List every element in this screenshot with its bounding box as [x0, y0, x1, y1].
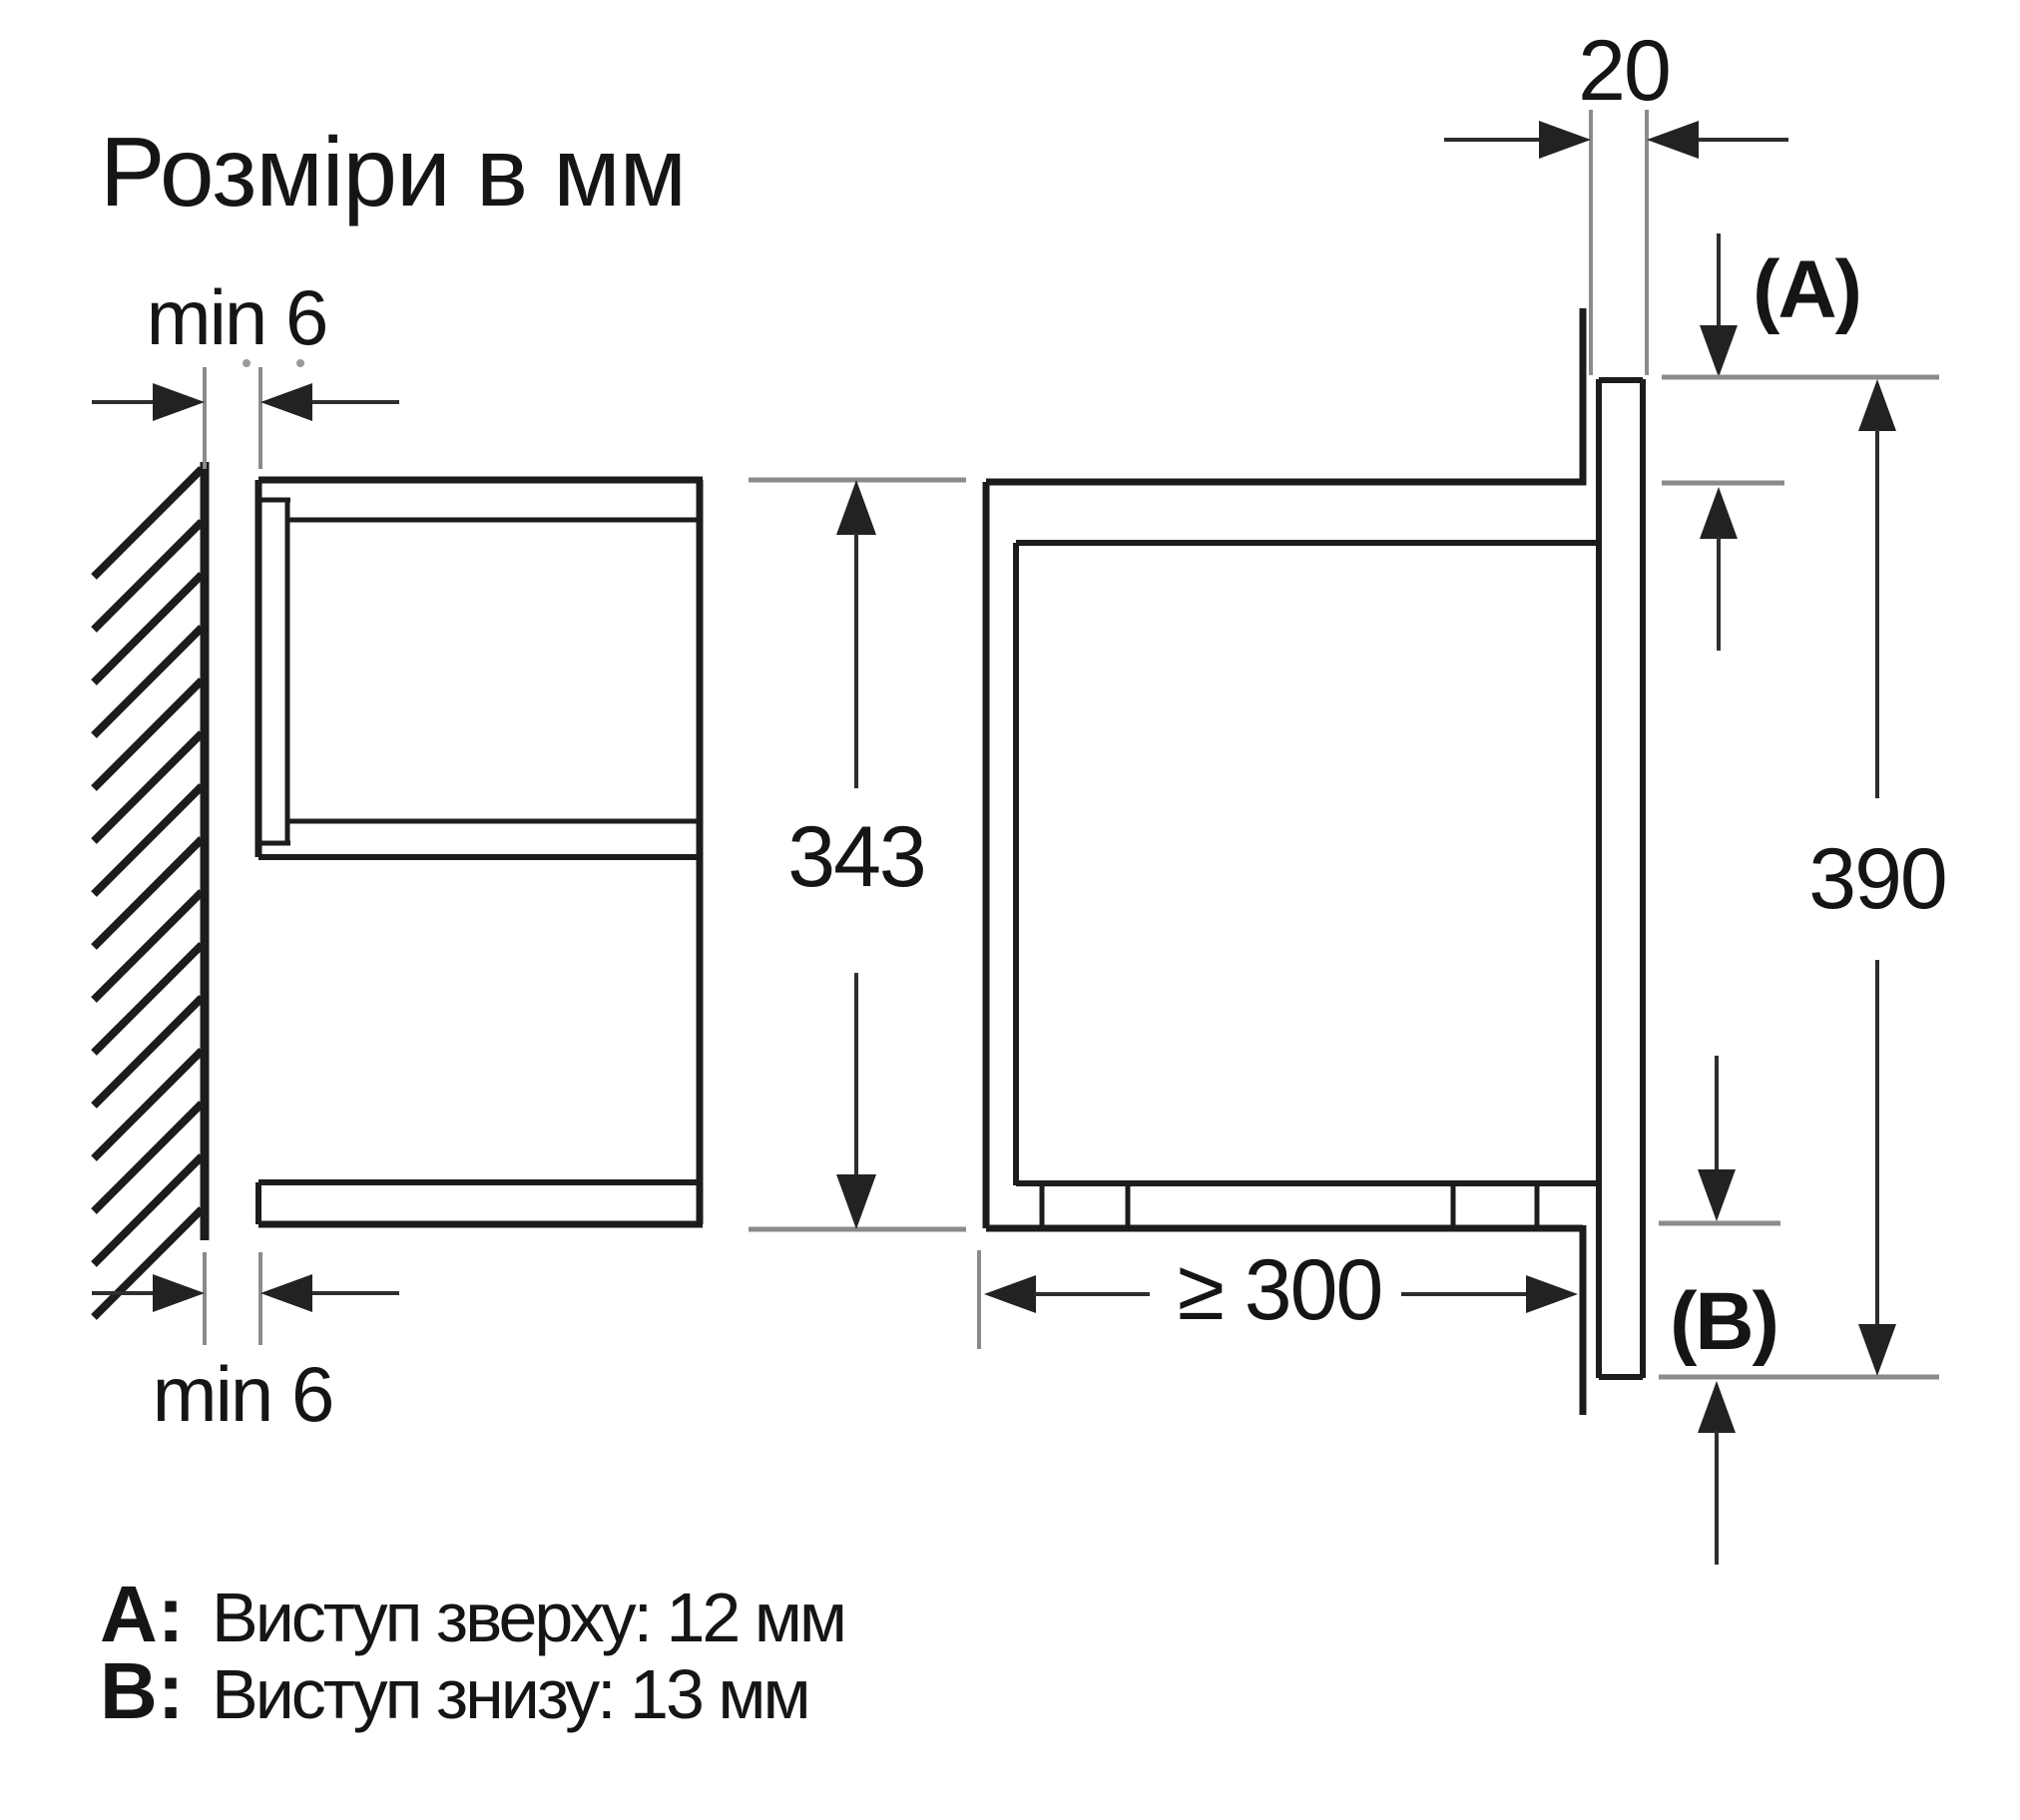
dim-gap-top: min 6: [92, 273, 399, 469]
arrowhead-right-icon: [1539, 121, 1591, 159]
arrowhead-down-icon: [1700, 325, 1738, 377]
legend-text-b: Виступ знизу: 13 мм: [212, 1655, 808, 1733]
arrowhead-up-icon: [836, 480, 876, 535]
cabinet-section-outline: [254, 476, 704, 1228]
front-frame-outline: [1596, 377, 1646, 1380]
legend-text-a: Виступ зверху: 12 мм: [212, 1579, 844, 1656]
arrowhead-up-icon: [1700, 487, 1738, 539]
legend: A: Виступ зверху: 12 мм B: Виступ знизу:…: [100, 1570, 847, 1735]
arrowhead-down-icon: [1858, 1324, 1896, 1376]
legend-key-b: B:: [100, 1646, 184, 1735]
dim-390-label: 390: [1808, 831, 1946, 927]
dim-gap-bottom-label: min 6: [153, 1350, 333, 1438]
protrusion-b-label: (B): [1670, 1276, 1777, 1367]
dim-depth-300: ≥ 300: [977, 1242, 1578, 1349]
arrowhead-left-icon: [1647, 121, 1699, 159]
dim-frame-20: 20: [1444, 23, 1788, 375]
dim-depth-label: ≥ 300: [1178, 1242, 1382, 1338]
arrowhead-down-icon: [836, 1174, 876, 1229]
appliance-outline: [1013, 540, 1599, 1226]
dim-height-343: 343: [749, 477, 966, 1232]
arrowhead-down-icon: [1698, 1169, 1736, 1221]
arrowhead-right-icon: [153, 383, 205, 421]
niche-outline: [982, 308, 1587, 1415]
left-section-view: min 6 min 6 343: [91, 273, 966, 1438]
arrowhead-up-icon: [1858, 379, 1896, 431]
arrowhead-right-icon: [1526, 1275, 1578, 1313]
dim-height-label: 343: [787, 809, 925, 905]
dim-dot-left: [243, 359, 251, 367]
page-title: Розміри в мм: [100, 117, 686, 227]
dim-frame-label: 20: [1578, 23, 1670, 119]
dim-gap-top-label: min 6: [147, 273, 327, 361]
arrowhead-left-icon: [260, 383, 312, 421]
dim-gap-bottom: min 6: [92, 1252, 399, 1438]
dim-height-390: 390: [1659, 374, 1948, 1380]
legend-key-a: A:: [100, 1570, 184, 1658]
dim-protrusion-b: (B): [1659, 1056, 1780, 1565]
protrusion-a-label: (A): [1753, 244, 1860, 335]
arrowhead-up-icon: [1698, 1381, 1736, 1433]
arrowhead-right-icon: [153, 1274, 205, 1312]
right-section-view: 20 (A) 390: [977, 23, 1948, 1565]
wall-hatching: [91, 462, 210, 1320]
arrowhead-left-icon: [984, 1275, 1036, 1313]
dim-dot-right: [296, 359, 304, 367]
dim-protrusion-a: (A): [1662, 233, 1862, 651]
arrowhead-left-icon: [260, 1274, 312, 1312]
